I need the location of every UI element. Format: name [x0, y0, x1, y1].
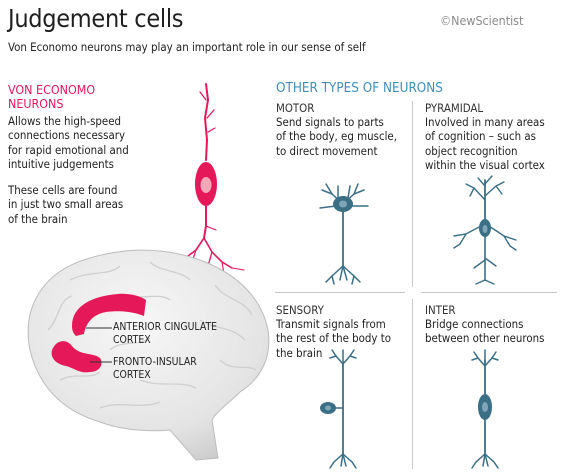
inter-heading: INTER [425, 303, 456, 317]
page-subtitle: Von Economo neurons may play an importan… [8, 40, 366, 54]
sensory-line: the rest of the body to [276, 331, 392, 346]
description-line: for rapid emotional and [8, 142, 129, 157]
motor-panel: MOTOR Send signals to parts of the body,… [276, 101, 397, 158]
motor-line: to direct movement [276, 143, 378, 158]
motor-line: of the body, eg muscle, [276, 129, 397, 144]
pyramidal-panel: PYRAMIDAL Involved in many areas of cogn… [425, 101, 545, 173]
pyramidal-heading: PYRAMIDAL [425, 101, 484, 115]
pyramidal-nucleus [482, 225, 488, 233]
inter-nucleus [482, 402, 488, 412]
divider-horizontal-left [275, 292, 405, 293]
von-economo-nucleus [200, 177, 212, 193]
pyramidal-line: Involved in many areas [425, 115, 545, 129]
brain-gyri [47, 261, 257, 409]
divider-horizontal-right [421, 292, 557, 293]
page-title: Judgement cells [8, 4, 184, 33]
inter-panel: INTER Bridge connections between other n… [425, 303, 545, 346]
von-economo-heading-line2: NEURONS [8, 96, 64, 111]
sensory-nucleus [325, 405, 331, 411]
sensory-neuron [329, 349, 357, 469]
description-line: Allows the high-speed [8, 114, 122, 128]
anterior-cingulate-region [72, 293, 146, 336]
pyramidal-neuron [453, 175, 517, 285]
description-line: intuitive judgements [8, 157, 114, 172]
fi-label-line2: CORTEX [113, 369, 151, 381]
von-economo-location: These cells are found in just two small … [8, 183, 123, 226]
inter-line: Bridge connections [425, 317, 524, 331]
sensory-panel: SENSORY Transmit signals from the rest o… [276, 303, 391, 360]
motor-nucleus [339, 200, 347, 208]
description-line: connections necessary [8, 128, 126, 143]
pyramidal-line: of cognition – such as [425, 129, 536, 144]
pyramidal-line: within the visual cortex [425, 158, 545, 173]
von-economo-description: Allows the high-speed connections necess… [8, 114, 129, 172]
motor-heading: MOTOR [276, 101, 315, 115]
motor-neuron [319, 183, 369, 285]
location-line: These cells are found [8, 183, 118, 197]
divider-vertical-top [412, 101, 413, 287]
acc-label-line2: CORTEX [113, 334, 151, 346]
location-line: of the brain [8, 211, 68, 226]
other-types-heading: OTHER TYPES OF NEURONS [276, 81, 443, 96]
von-economo-heading-line1: VON ECONOMO [8, 82, 96, 97]
brand-logo: ©NewScientist [440, 13, 524, 28]
pyramidal-line: object recognition [425, 143, 518, 158]
inter-line: between other neurons [425, 331, 545, 346]
sensory-heading: SENSORY [276, 303, 324, 317]
motor-line: Send signals to parts [276, 115, 384, 129]
sensory-line: Transmit signals from [276, 317, 386, 331]
fi-label-line1: FRONTO-INSULAR [113, 356, 197, 368]
inter-neuron [471, 349, 499, 469]
acc-label-line1: ANTERIOR CINGULATE [113, 321, 218, 333]
divider-vertical-bottom [412, 299, 413, 469]
sensory-line: the brain [276, 345, 323, 360]
fronto-insular-region [51, 341, 102, 373]
location-line: in just two small areas [8, 197, 124, 212]
